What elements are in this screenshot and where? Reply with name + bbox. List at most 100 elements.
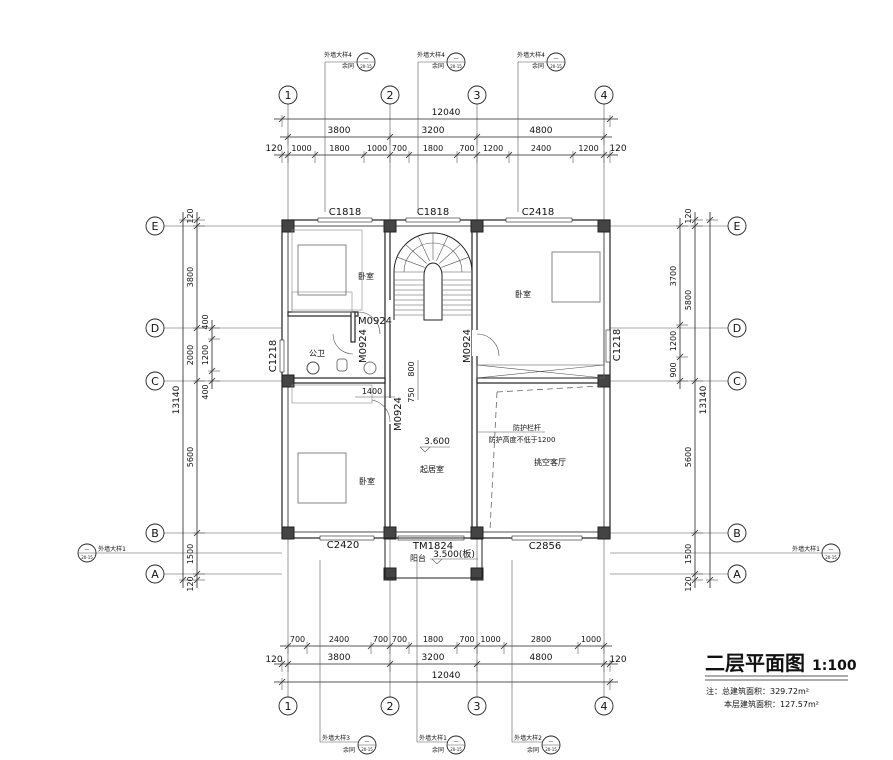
axis-label: C	[151, 375, 159, 388]
label: 外墙大样3	[322, 734, 350, 742]
label: 外墙大样2	[514, 734, 542, 742]
door-opening	[472, 330, 480, 356]
label: 120	[186, 576, 195, 591]
label: 2000	[186, 345, 195, 365]
axis-label: E	[152, 220, 159, 233]
label: C1818	[329, 207, 361, 218]
column	[383, 567, 397, 581]
axis-bubble	[380, 85, 400, 105]
axis-bubble	[727, 216, 747, 236]
label: 20-15	[825, 555, 837, 560]
door-swing	[371, 399, 391, 423]
interior-wall	[287, 377, 386, 384]
dim-text: 13140	[172, 385, 182, 414]
column	[281, 219, 295, 233]
label: —	[454, 739, 459, 745]
level-marker	[419, 446, 431, 453]
axis-label: 2	[387, 700, 394, 713]
label: 外墙大样1	[419, 734, 447, 742]
stair-tread	[417, 235, 430, 262]
interior-wall	[476, 377, 605, 384]
axis-bubble	[594, 696, 614, 716]
drawing-title: 二层平面图	[705, 651, 805, 675]
void-edge	[489, 391, 498, 531]
label: 20-15	[545, 747, 557, 752]
column	[281, 374, 295, 388]
axis-bubble	[278, 696, 298, 716]
note-floor-area: 本层建筑面积：127.57m²	[724, 699, 819, 709]
door-swing	[332, 333, 354, 355]
axis-label: 4	[601, 89, 608, 102]
label: 余同	[432, 746, 444, 754]
label: 公卫	[309, 349, 325, 358]
bathroom-wall	[350, 311, 356, 343]
axis-label: E	[734, 220, 741, 233]
label: 3800	[328, 126, 351, 136]
label: 1200	[578, 144, 598, 153]
axis-label: B	[733, 527, 741, 540]
wardrobe	[291, 384, 373, 404]
note-total-area: 注：总建筑面积：329.72m²	[706, 686, 809, 696]
axis-label: B	[151, 527, 159, 540]
label: C2420	[327, 540, 359, 551]
stair-tread	[436, 235, 449, 262]
label: 1500	[186, 544, 195, 564]
label: 900	[669, 362, 678, 377]
axis-bubble	[278, 85, 298, 105]
railing-hatch	[476, 364, 605, 379]
axis-bubble	[727, 371, 747, 391]
stair-tread	[396, 256, 425, 268]
column	[597, 526, 611, 540]
label: 20-15	[81, 555, 93, 560]
label: 2800	[531, 635, 551, 644]
axis-label: 3	[474, 89, 481, 102]
stair-tread	[405, 244, 427, 264]
label: C2856	[529, 541, 561, 552]
label: 卧室	[515, 289, 531, 299]
axis-bubble	[145, 318, 165, 338]
label: —	[554, 56, 559, 62]
label: 3200	[422, 653, 445, 663]
column	[470, 219, 484, 233]
label: 外墙大样4	[417, 51, 445, 59]
label: TM1824	[412, 541, 453, 552]
axis-label: A	[733, 568, 741, 581]
railing	[476, 364, 605, 379]
bed	[297, 452, 347, 504]
label: 1200	[669, 331, 678, 351]
axis-label: A	[151, 568, 159, 581]
label: C1818	[417, 207, 449, 218]
label: 阳台	[410, 553, 426, 563]
axis-label: 1	[285, 700, 292, 713]
label: 4800	[530, 126, 553, 136]
label: 20-15	[450, 64, 462, 69]
column	[597, 219, 611, 233]
stair-tread	[403, 242, 463, 273]
label: 700	[459, 635, 474, 644]
label: 800	[407, 361, 416, 376]
label: 120	[265, 144, 282, 154]
label: —	[829, 547, 834, 553]
axis-bubble	[380, 696, 400, 716]
label: 1400	[362, 387, 382, 396]
door-opening	[386, 300, 394, 324]
label: —	[364, 56, 369, 62]
label: 700	[392, 144, 407, 153]
label: M0924	[358, 329, 369, 363]
door-swing	[357, 311, 381, 335]
window	[319, 535, 375, 541]
stair-tread	[439, 244, 461, 264]
door-swing	[476, 333, 500, 357]
label: 1000	[291, 144, 311, 153]
bed	[551, 251, 601, 303]
label: 3700	[669, 266, 678, 286]
door-opening	[386, 398, 394, 424]
label: 余同	[527, 746, 539, 754]
axis-label: D	[733, 322, 741, 335]
window	[605, 329, 611, 363]
column	[281, 526, 295, 540]
axis-bubble	[727, 523, 747, 543]
column	[470, 567, 484, 581]
floor-drain	[306, 361, 320, 375]
label: C2418	[522, 207, 554, 218]
